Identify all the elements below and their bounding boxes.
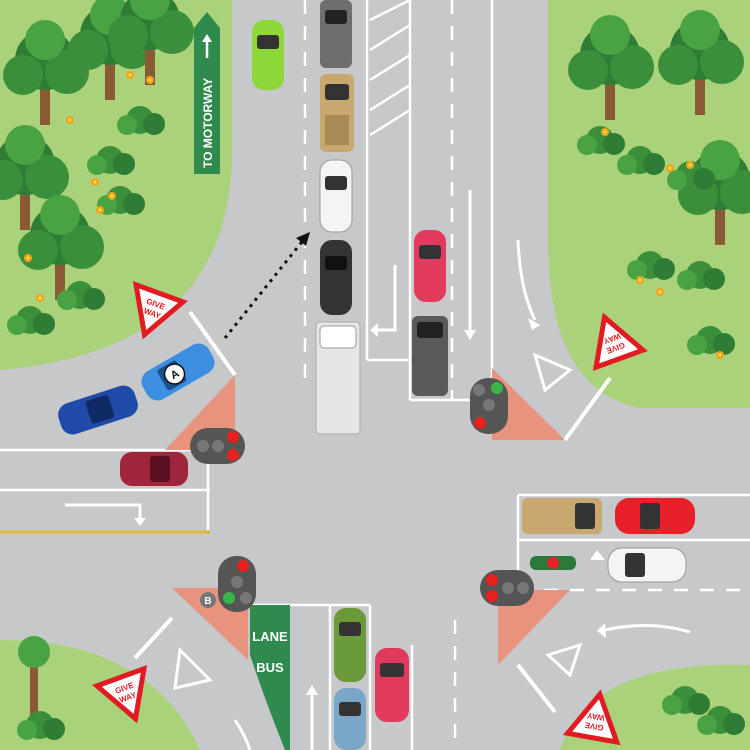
- tree-icon: [18, 636, 50, 730]
- vehicles-right: [522, 498, 695, 583]
- car-black: [320, 240, 352, 315]
- car-b-marker[interactable]: B: [200, 592, 216, 608]
- car-a[interactable]: A: [137, 339, 219, 405]
- traffic-light-icon: [190, 378, 534, 612]
- car-pink: [414, 230, 446, 302]
- vehicles: [252, 0, 448, 435]
- car-maroon: [120, 452, 188, 486]
- motorway-sign-label: TO MOTORWAY: [201, 78, 215, 168]
- give-way-sign-icon: GIVE WAY: [92, 664, 148, 724]
- give-way-sign-icon: GIVE WAY: [562, 689, 621, 746]
- give-way-sign-icon: GIVE WAY: [592, 312, 648, 372]
- svg-text:B: B: [204, 596, 211, 607]
- motorway-sign: TO MOTORWAY: [194, 12, 220, 174]
- car-blue-dark: [58, 385, 138, 435]
- arrow-up-icon: [65, 190, 691, 750]
- car-green: [252, 20, 284, 90]
- bus-lane-word-lane: LANE: [252, 629, 288, 644]
- truck-white: [315, 321, 361, 435]
- bus-lane-word-bus: BUS: [256, 660, 284, 675]
- give-way-sign-icon: GIVE WAY: [132, 280, 188, 340]
- bus-lane: LANE BUS: [250, 605, 290, 750]
- svg-text:GIVE: GIVE: [583, 720, 604, 732]
- island-top-right: [492, 368, 565, 440]
- vehicles-bottom: [334, 608, 409, 750]
- svg-text:WAY: WAY: [586, 710, 605, 722]
- car-white-top: [319, 159, 353, 233]
- island-bottom-right: [498, 590, 570, 665]
